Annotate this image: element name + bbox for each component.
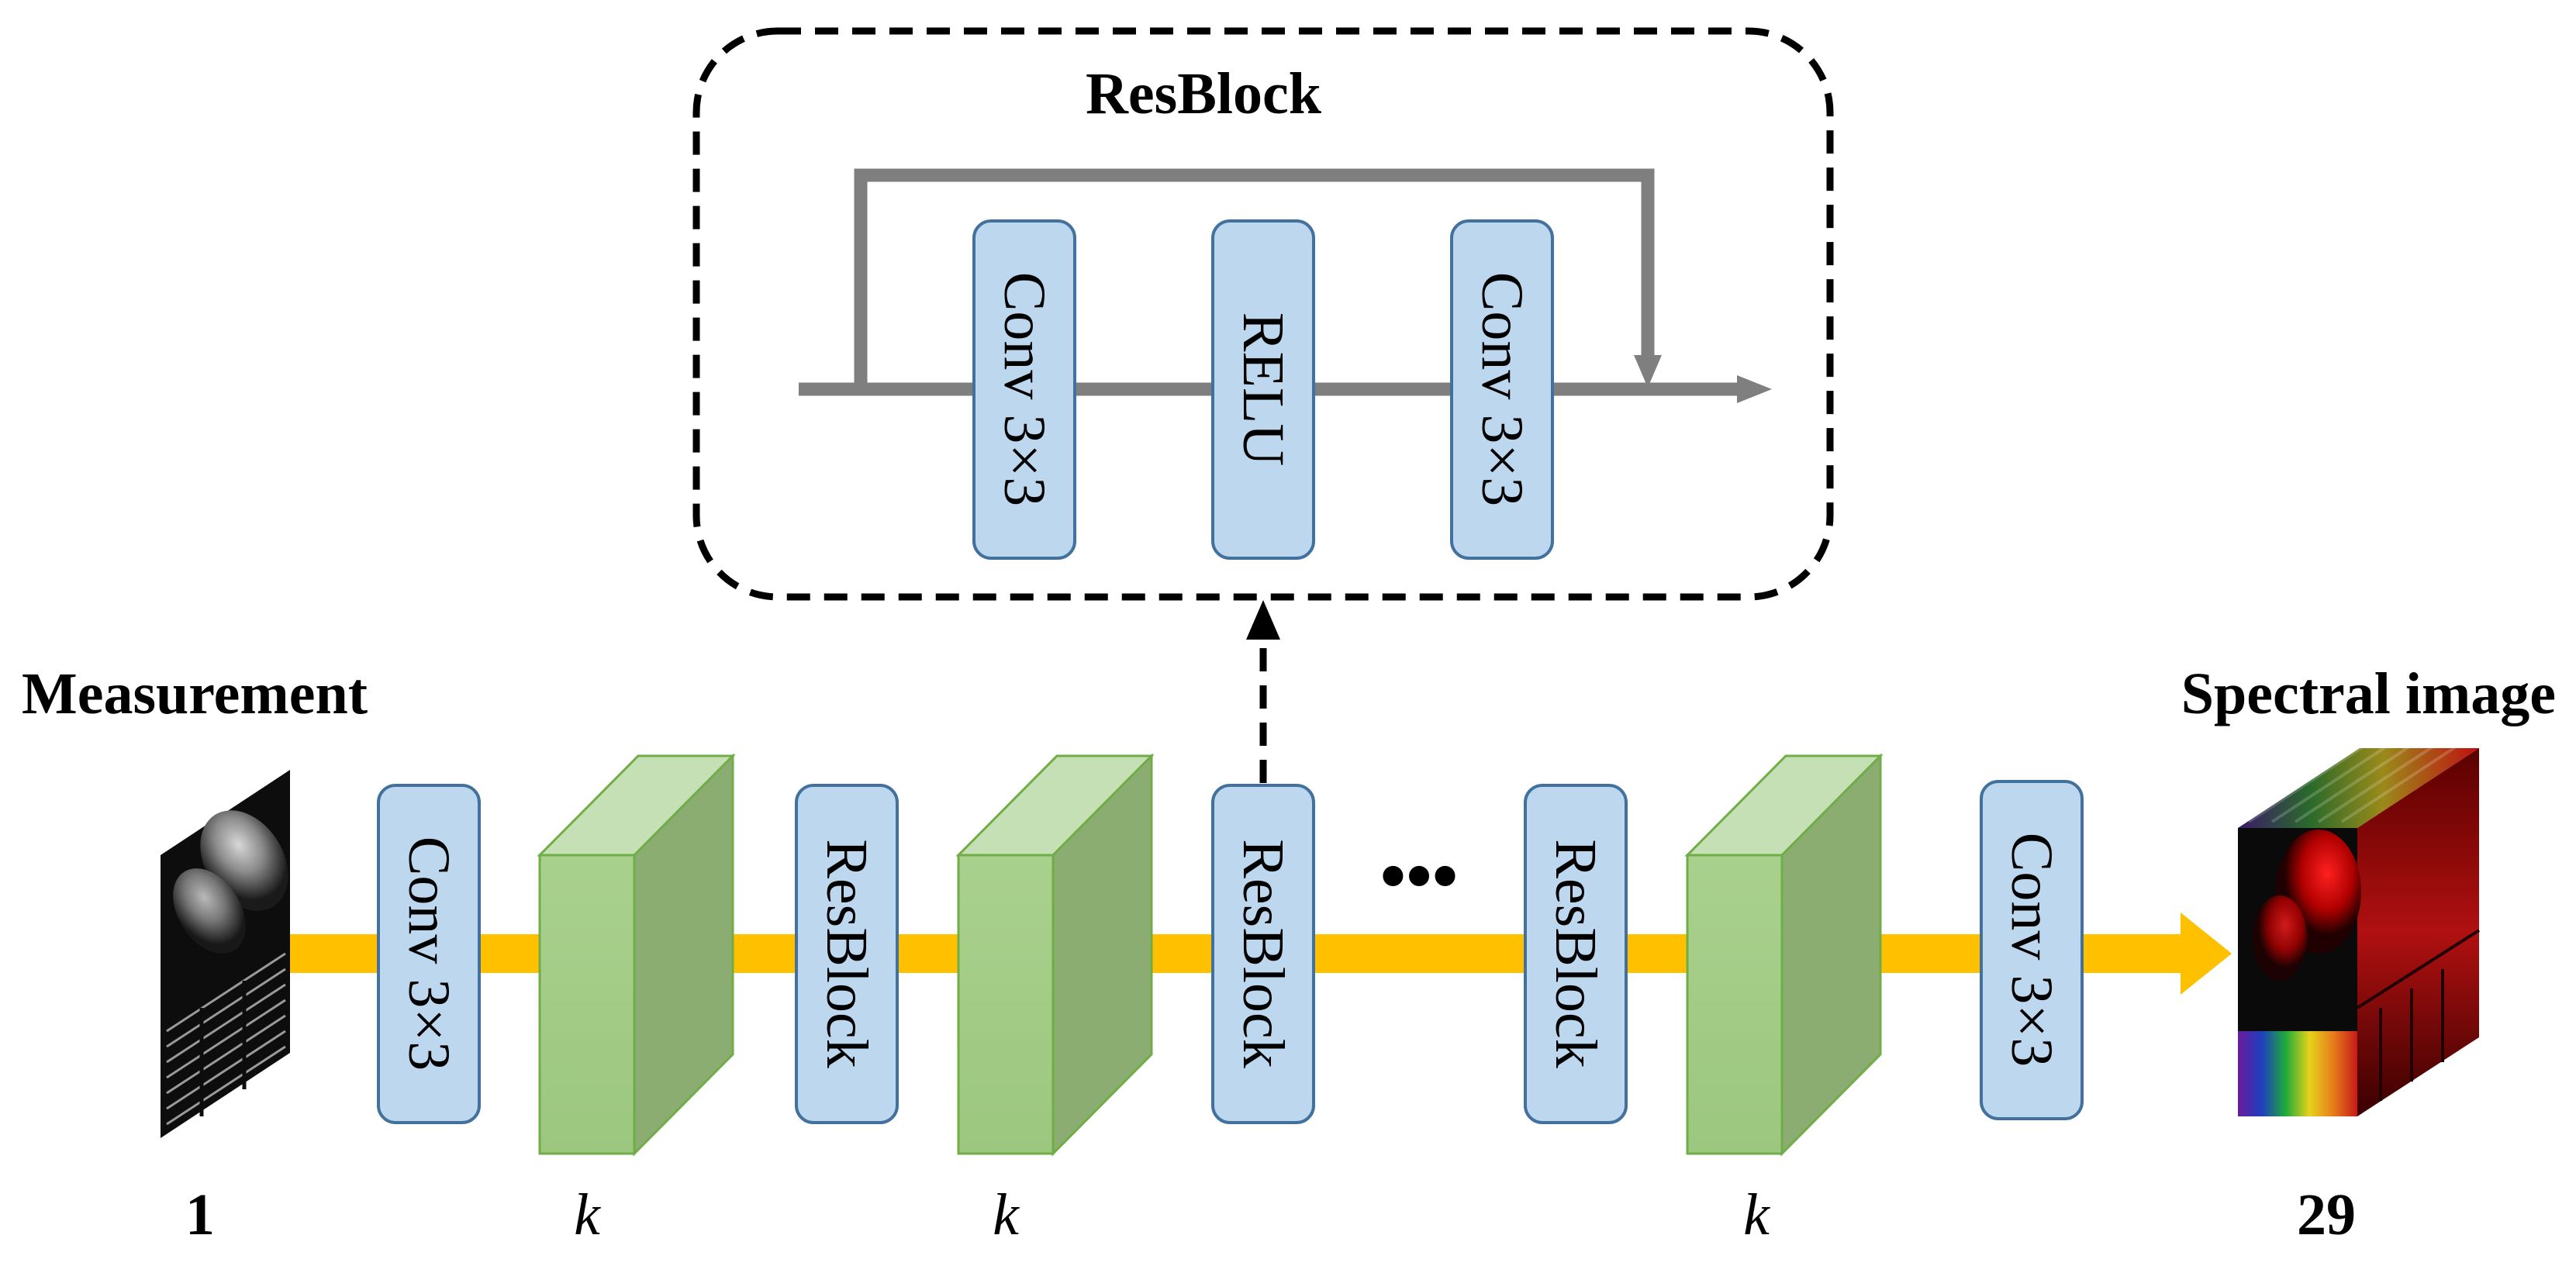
svg-text:Conv 3×3: Conv 3×3 [1999, 833, 2064, 1068]
resblock-flow-arrowhead [1737, 375, 1772, 403]
feature-map-2 [955, 753, 1155, 1157]
repeat-ellipsis: ••• [1380, 834, 1459, 917]
svg-text:Conv 3×3: Conv 3×3 [1469, 272, 1535, 507]
svg-text:ResBlock: ResBlock [1231, 839, 1296, 1068]
resblock-detail-panel: ResBlock Conv 3×3 RELU Conv 3×3 [692, 27, 1834, 601]
svg-text:Conv 3×3: Conv 3×3 [992, 272, 1057, 507]
resblock-n: ResBlock [1524, 784, 1628, 1124]
resblock-2: ResBlock [1211, 784, 1315, 1124]
resblock-dashed-border [692, 27, 1834, 601]
main-flow-arrowhead [2181, 912, 2232, 995]
output-channel-count: 29 [2297, 1182, 2356, 1247]
svg-text:ResBlock: ResBlock [814, 839, 879, 1068]
skip-connection-arrowhead [1634, 355, 1662, 388]
spectral-image-cube [2238, 741, 2481, 1116]
spectral-image-label: Spectral image [2181, 661, 2556, 726]
resblock-layer-conv-2: Conv 3×3 [1450, 219, 1554, 560]
svg-text:Conv 3×3: Conv 3×3 [396, 837, 461, 1071]
resblock-layer-relu: RELU [1211, 219, 1315, 560]
resblock-1: ResBlock [795, 784, 899, 1124]
feature-channels-2: k [993, 1182, 1020, 1247]
feature-map-1 [537, 753, 736, 1157]
measurement-image [161, 770, 290, 1138]
skip-connection-line [854, 168, 1655, 389]
feature-channels-3: k [1743, 1182, 1770, 1247]
resblock-title: ResBlock [1086, 61, 1322, 126]
feature-channels-1: k [574, 1182, 601, 1247]
conv-layer-output: Conv 3×3 [1980, 780, 2084, 1120]
svg-text:ResBlock: ResBlock [1543, 839, 1608, 1068]
expand-link-arrowhead [1246, 600, 1280, 640]
svg-text:RELU: RELU [1231, 312, 1296, 466]
input-channel-count: 1 [185, 1182, 215, 1247]
feature-map-3 [1684, 753, 1884, 1157]
resblock-layer-conv-1: Conv 3×3 [972, 219, 1076, 560]
measurement-label: Measurement [22, 661, 368, 726]
conv-layer-input: Conv 3×3 [377, 784, 481, 1124]
